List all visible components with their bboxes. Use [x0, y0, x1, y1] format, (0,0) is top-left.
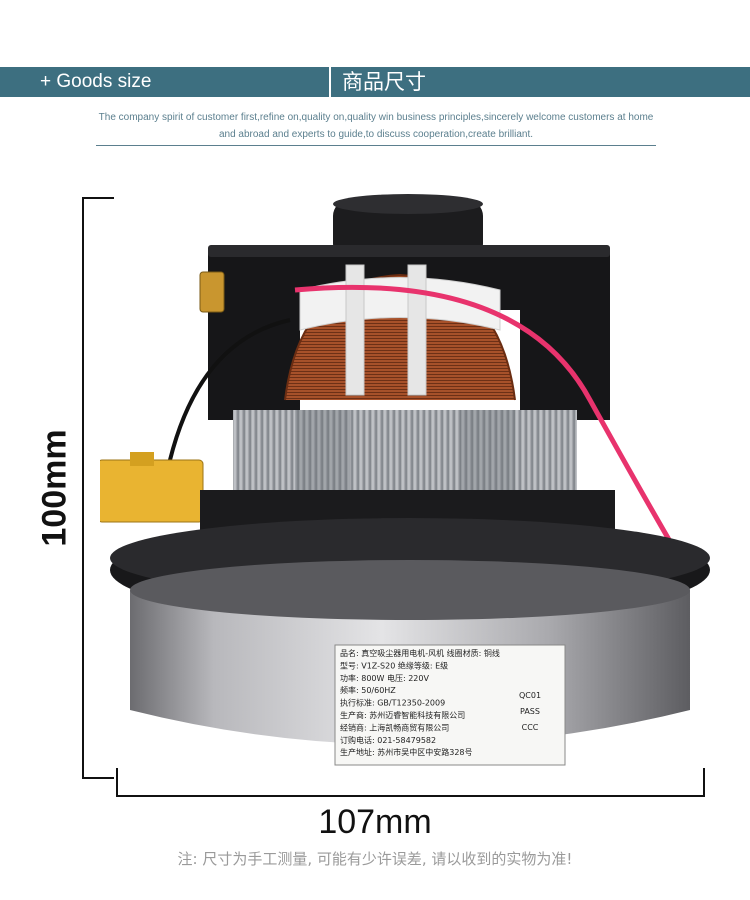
spec-label-line: 品名: 真空吸尘器用电机-风机 线圈材质: 铜线 [340, 648, 500, 658]
certification-mark: PASS [520, 707, 540, 716]
insulation-band [299, 264, 501, 396]
certification-mark: QC01 [519, 691, 541, 700]
spec-label-line: 订购电话: 021-58479582 [340, 735, 436, 745]
brass-terminal [199, 271, 225, 313]
width-dimension-line [116, 795, 705, 797]
company-tagline: The company spirit of customer first,ref… [98, 112, 654, 140]
width-dimension-cap-right [703, 768, 705, 797]
banner-divider [329, 67, 331, 97]
spec-label-line: 生产地址: 苏州市吴中区中安路328号 [340, 747, 473, 757]
height-dimension-cap-top [82, 197, 114, 199]
height-label: 100mm [35, 429, 74, 547]
spec-label [334, 644, 566, 766]
section-banner: + Goods size 商品尺寸 [0, 67, 750, 97]
section-title-en: + Goods size [40, 71, 152, 92]
height-dimension-line [82, 198, 84, 778]
tagline-rule [96, 145, 656, 146]
spec-label-line: 生产商: 苏州迈睿智能科技有限公司 [340, 710, 465, 720]
height-dimension-cap-bottom [82, 777, 114, 779]
measurement-note: 注: 尺寸为手工测量, 可能有少许误差, 请以收到的实物为准! [177, 850, 573, 868]
yellow-connector [100, 452, 204, 523]
spec-label-line: 功率: 800W 电压: 220V [340, 673, 429, 683]
spec-label-line: 型号: V1Z-S20 绝缘等级: E级 [340, 660, 448, 670]
spec-label-line: 经销商: 上海凯畅商贸有限公司 [340, 722, 449, 732]
spec-label-line: 频率: 50/60HZ [340, 685, 396, 695]
section-title-cn: 商品尺寸 [342, 70, 426, 94]
red-wire [294, 284, 678, 552]
width-dimension-cap-left [116, 768, 118, 797]
black-wire [168, 318, 291, 461]
spec-label-line: 执行标准: GB/T12350-2009 [340, 698, 445, 708]
certification-mark: CCC [522, 723, 539, 732]
width-label: 107mm [318, 803, 432, 841]
